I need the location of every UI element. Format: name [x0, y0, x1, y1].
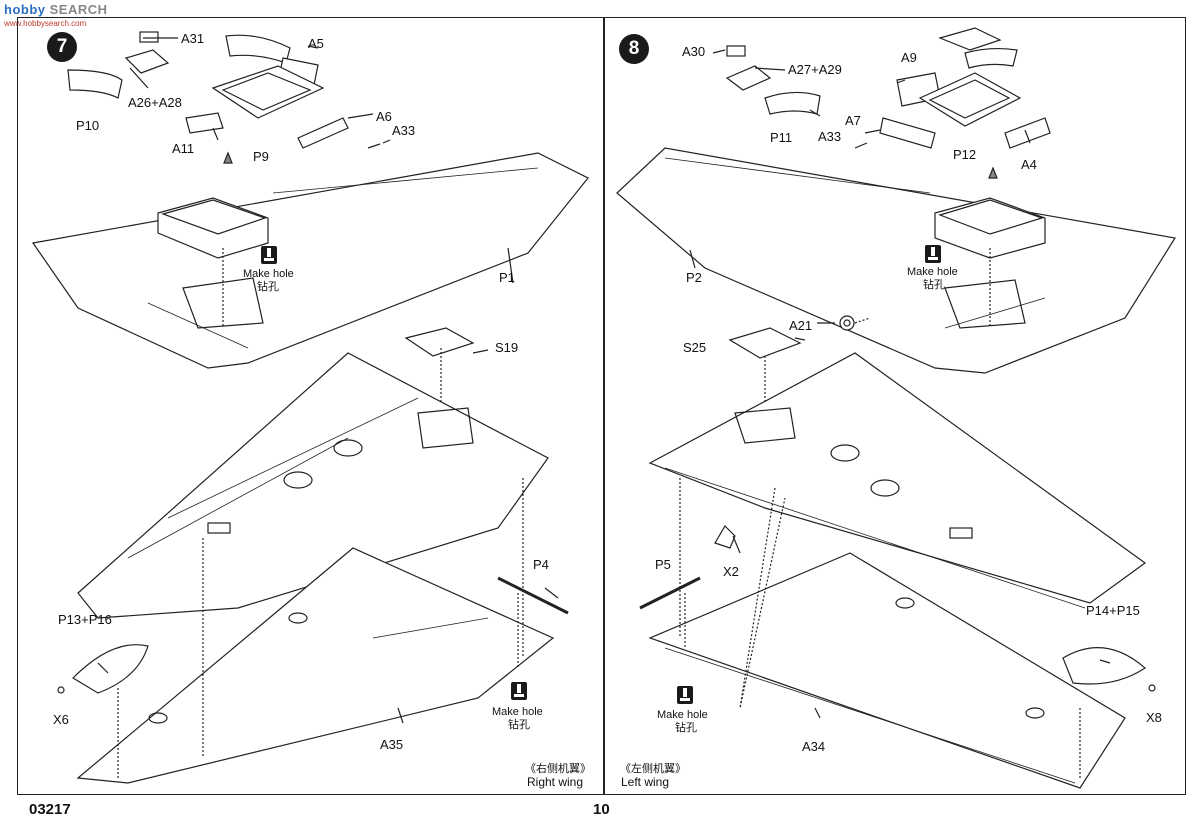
part-label: X2: [723, 564, 739, 579]
make-hole-label-cn: 钻孔: [923, 279, 945, 291]
page-number: 10: [593, 801, 610, 818]
part-label: A34: [802, 739, 826, 754]
drill-icon: [261, 246, 277, 264]
wing-caption: Right wing: [527, 775, 584, 789]
part-label: A30: [682, 44, 706, 59]
part-label: P1: [499, 270, 515, 285]
part-label: A26+A28: [128, 95, 182, 110]
step-8-drawing: [616, 27, 1176, 789]
make-hole-label: Make hole: [657, 709, 708, 721]
part-label: P13+P16: [58, 612, 112, 627]
watermark: hobby SEARCH: [4, 2, 108, 17]
part-label: A7: [845, 113, 861, 128]
part-label: P9: [253, 149, 269, 164]
part-label: X6: [53, 712, 69, 727]
part-label: P5: [655, 557, 671, 572]
wing-caption-cn: 《右侧机翼》: [525, 763, 591, 775]
watermark-text: SEARCH: [49, 2, 108, 17]
part-label: A21: [789, 318, 813, 333]
part-label: A31: [181, 31, 205, 46]
wing-caption: Left wing: [621, 775, 670, 789]
part-label: S19: [495, 340, 519, 355]
watermark-url: www.hobbysearch.com: [4, 19, 87, 28]
part-label: A33: [818, 129, 842, 144]
drill-icon: [925, 245, 941, 263]
watermark-logo: hobby: [4, 2, 46, 17]
make-hole-label-cn: 钻孔: [508, 719, 530, 731]
drill-icon: [677, 686, 693, 704]
step-7-panel: 7 A31 A5 A26+A28 P10 A6 A33 A11 P9 P1 S1…: [17, 17, 604, 795]
make-hole-label: Make hole: [907, 266, 958, 278]
wing-caption-cn: 《左侧机翼》: [620, 763, 686, 775]
part-label: S25: [683, 340, 707, 355]
part-label: P2: [686, 270, 702, 285]
make-hole-label-cn: 钻孔: [675, 722, 697, 734]
step-number-badge: 7: [47, 32, 77, 62]
part-label: A35: [380, 737, 404, 752]
step-8-panel: 8 A30 A27+A29 A9 P11 A7 A33 P12 A4 P2 A2…: [604, 17, 1186, 795]
part-label: P11: [770, 130, 793, 145]
part-label: A4: [1021, 157, 1037, 172]
part-label: X8: [1146, 710, 1162, 725]
part-label: A6: [376, 109, 392, 124]
make-hole-label-cn: 钻孔: [257, 281, 279, 293]
part-label: P14+P15: [1086, 603, 1140, 618]
part-label: P12: [953, 147, 977, 162]
part-label: A11: [172, 141, 195, 156]
product-code: 03217: [29, 801, 71, 818]
part-label: A9: [901, 50, 917, 65]
step-number-badge: 8: [619, 34, 649, 64]
step-7-drawing: [31, 31, 589, 784]
part-label: A27+A29: [788, 62, 842, 77]
make-hole-label: Make hole: [492, 706, 543, 718]
part-label: A33: [392, 123, 416, 138]
drill-icon: [511, 682, 527, 700]
make-hole-label: Make hole: [243, 268, 294, 280]
part-label: P10: [76, 118, 100, 133]
part-label: A5: [308, 36, 324, 51]
part-label: P4: [533, 557, 549, 572]
